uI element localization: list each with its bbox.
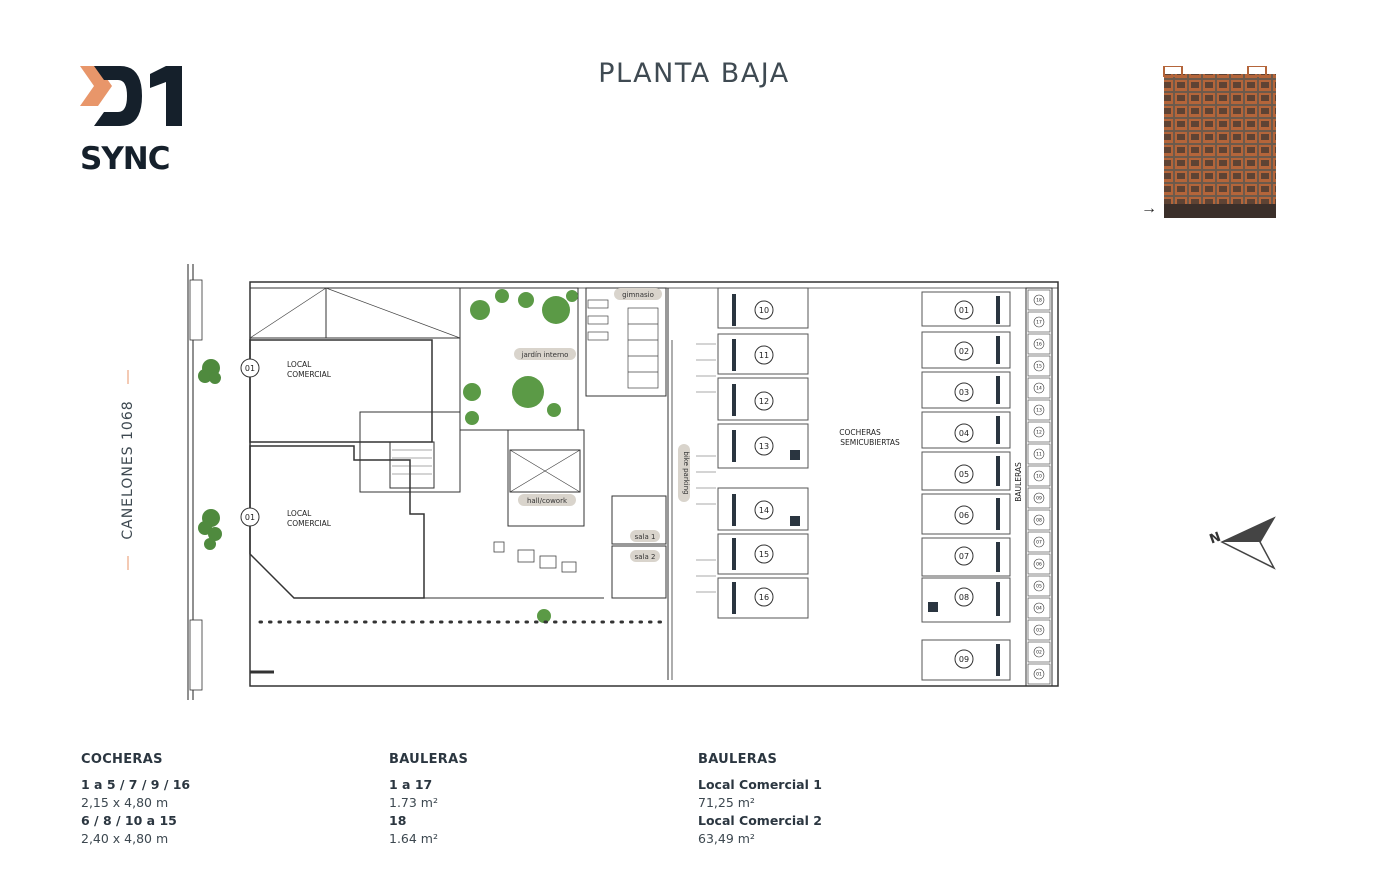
svg-text:14: 14 (759, 506, 769, 515)
svg-text:01: 01 (959, 306, 969, 315)
svg-text:09: 09 (1036, 496, 1042, 502)
legend-bold: Local Comercial 2 (698, 813, 822, 828)
svg-text:bike parking: bike parking (682, 451, 690, 494)
legend-bold: 1 a 17 (389, 777, 433, 792)
building-thumbnail-image (1163, 66, 1276, 218)
legend-heading: COCHERAS (81, 752, 163, 767)
svg-text:08: 08 (959, 593, 969, 602)
parking-right-column: 01 02 03 04 05 06 07 08 09 (921, 291, 1011, 681)
svg-text:BAULERAS: BAULERAS (1014, 462, 1023, 502)
svg-text:hall/cowork: hall/cowork (527, 497, 568, 505)
floor-plan: 01 01 LOCAL COMERCIAL LOCAL COMERCIAL ja… (187, 264, 1059, 700)
svg-text:sala 1: sala 1 (635, 533, 656, 541)
svg-text:12: 12 (759, 397, 769, 406)
svg-text:14: 14 (1036, 386, 1042, 392)
legend-bold: 6 / 8 / 10 a 15 (81, 813, 177, 828)
svg-text:10: 10 (759, 306, 769, 315)
svg-text:COMERCIAL: COMERCIAL (287, 370, 332, 379)
svg-text:13: 13 (1036, 408, 1042, 414)
brand-logo-mark (80, 66, 182, 126)
svg-text:COCHERAS: COCHERAS (839, 428, 881, 437)
svg-text:11: 11 (1036, 452, 1042, 458)
legend-value: 2,15 x 4,80 m (81, 795, 169, 810)
svg-text:SEMICUBIERTAS: SEMICUBIERTAS (840, 438, 900, 447)
svg-text:LOCAL: LOCAL (287, 509, 312, 518)
svg-text:LOCAL: LOCAL (287, 360, 312, 369)
svg-text:16: 16 (1036, 342, 1042, 348)
ground-floor-arrow-icon: → (1141, 200, 1157, 217)
svg-text:06: 06 (959, 511, 969, 520)
svg-text:04: 04 (1036, 606, 1042, 612)
svg-text:04: 04 (959, 429, 969, 438)
north-arrow-icon: N (1208, 516, 1276, 570)
svg-text:07: 07 (959, 552, 969, 561)
svg-text:02: 02 (1036, 650, 1042, 656)
svg-text:15: 15 (1036, 364, 1042, 370)
svg-text:09: 09 (959, 655, 969, 664)
parking-left-column: 10 11 12 13 14 15 16 (717, 287, 809, 619)
svg-text:CANELONES 1068: CANELONES 1068 (120, 400, 136, 539)
legend-value: 71,25 m² (698, 795, 755, 810)
svg-text:07: 07 (1036, 540, 1042, 546)
svg-text:15: 15 (759, 550, 769, 559)
svg-text:10: 10 (1036, 474, 1042, 480)
legend-heading: BAULERAS (389, 752, 469, 767)
legend-value: 1.73 m² (389, 795, 438, 810)
svg-text:12: 12 (1036, 430, 1042, 436)
svg-text:16: 16 (759, 593, 769, 602)
legend-bold: 18 (389, 813, 407, 828)
svg-text:gimnasio: gimnasio (622, 291, 654, 299)
svg-text:sala 2: sala 2 (635, 553, 656, 561)
legend-value: 63,49 m² (698, 831, 755, 846)
legend-value: 2,40 x 4,80 m (81, 831, 169, 846)
svg-text:13: 13 (759, 442, 769, 451)
svg-text:05: 05 (1036, 584, 1042, 590)
legend-cocheras: COCHERAS 1 a 5 / 7 / 9 / 16 2,15 x 4,80 … (81, 752, 190, 848)
legend-locales: BAULERAS Local Comercial 1 71,25 m² Loca… (698, 752, 822, 848)
legend-bold: Local Comercial 1 (698, 777, 822, 792)
svg-text:COMERCIAL: COMERCIAL (287, 519, 332, 528)
svg-text:06: 06 (1036, 562, 1042, 568)
bauleras-column: 18 17 16 15 14 13 12 11 10 09 08 07 06 0… (1027, 289, 1051, 685)
street-tree-icon (198, 359, 222, 550)
street-label: CANELONES 1068 (120, 370, 136, 570)
svg-text:01: 01 (245, 364, 255, 373)
svg-text:03: 03 (1036, 628, 1042, 634)
svg-text:05: 05 (959, 470, 969, 479)
svg-text:02: 02 (959, 347, 969, 356)
svg-text:01: 01 (1036, 672, 1042, 678)
svg-text:01: 01 (245, 513, 255, 522)
svg-text:jardín interno: jardín interno (521, 351, 569, 359)
svg-text:03: 03 (959, 388, 969, 397)
page-title: PLANTA BAJA (598, 58, 790, 89)
svg-text:08: 08 (1036, 518, 1042, 524)
brand-name: SYNC (80, 141, 170, 177)
garden-plants-icon (463, 289, 578, 425)
svg-text:N: N (1208, 530, 1223, 548)
legend-bold: 1 a 5 / 7 / 9 / 16 (81, 777, 191, 792)
legend-value: 1.64 m² (389, 831, 438, 846)
svg-text:11: 11 (759, 351, 769, 360)
svg-text:18: 18 (1036, 298, 1042, 304)
legend-bauleras: BAULERAS 1 a 17 1.73 m² 18 1.64 m² (389, 752, 468, 848)
legend-heading: BAULERAS (698, 752, 778, 767)
svg-text:17: 17 (1036, 320, 1042, 326)
